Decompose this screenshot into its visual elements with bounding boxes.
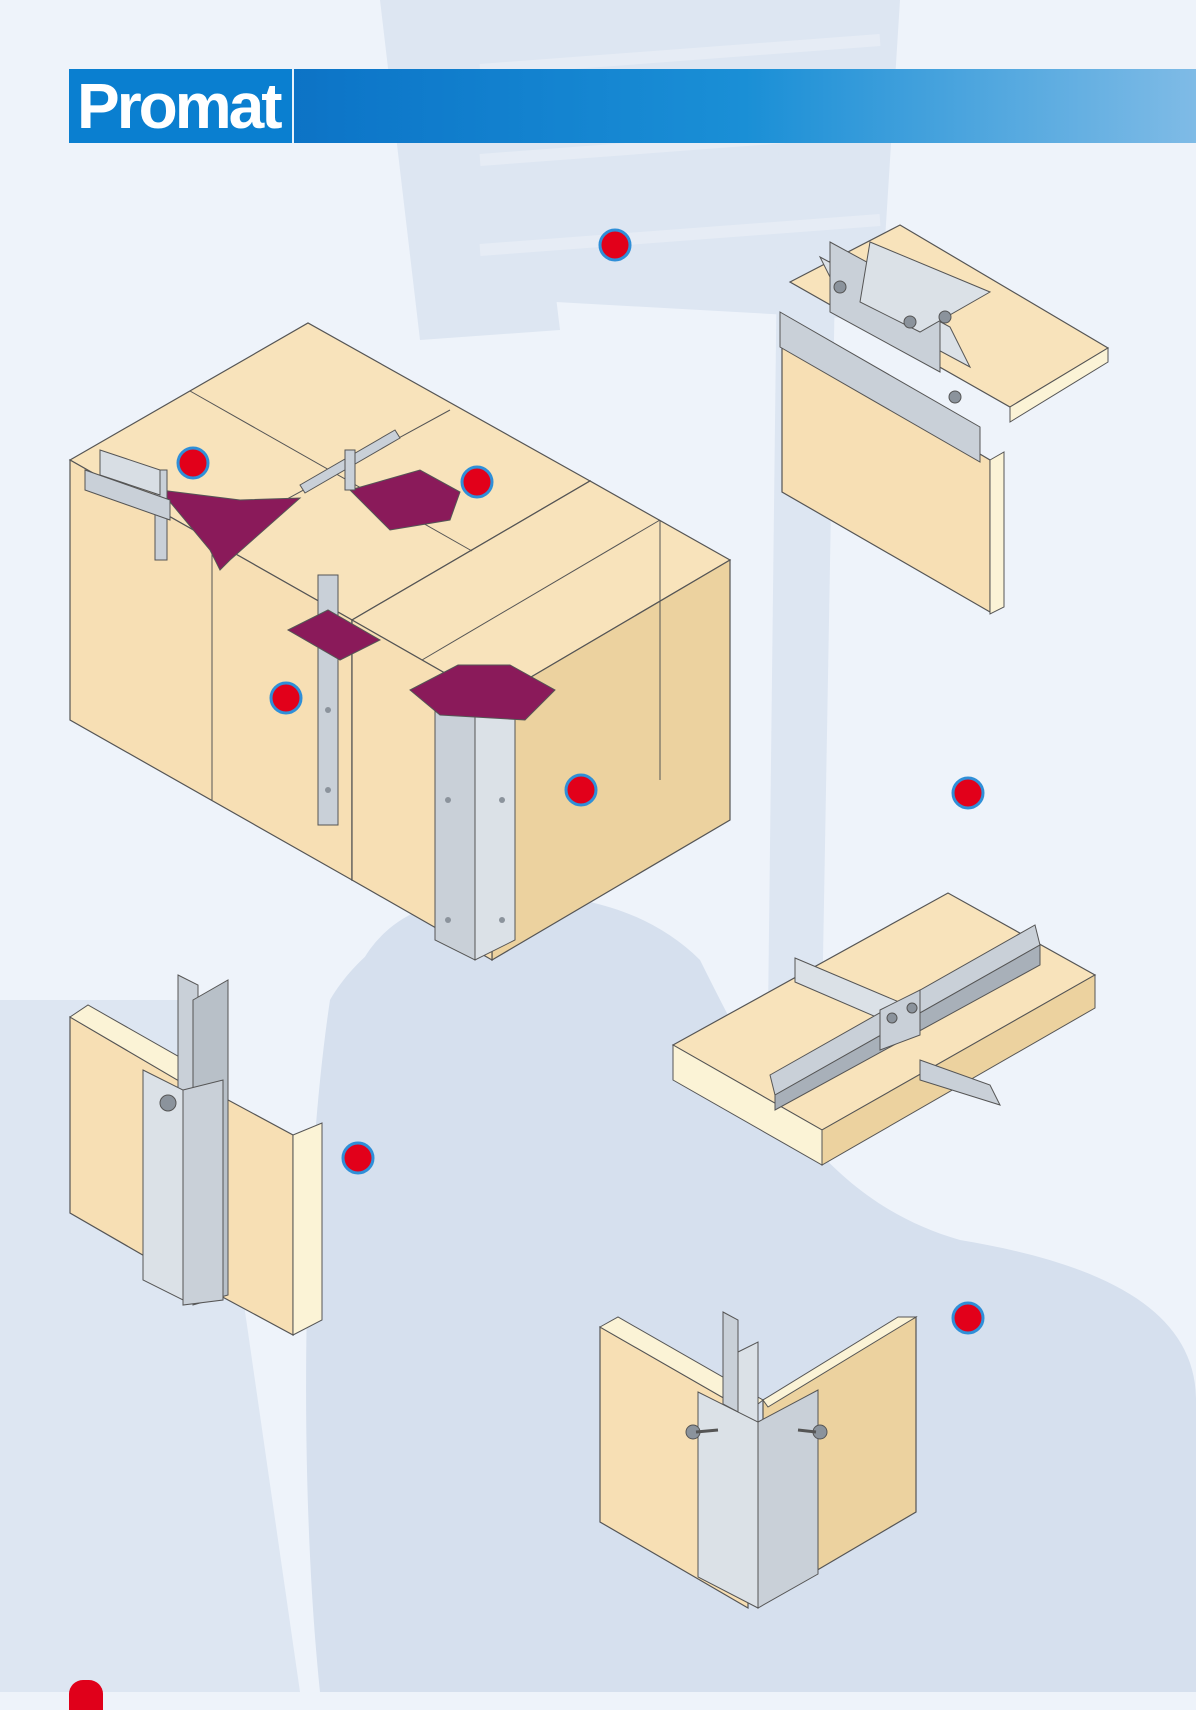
brand-header-bar: Promat bbox=[69, 69, 1196, 143]
marker-dot bbox=[951, 1301, 985, 1335]
corner-joint-detail-figure bbox=[598, 1311, 918, 1610]
marker-dot bbox=[564, 773, 598, 807]
top-hanger-detail-figure bbox=[779, 224, 1110, 615]
side-joint-detail-figure bbox=[69, 974, 323, 1337]
page-tab-marker bbox=[69, 1680, 103, 1710]
marker-dot bbox=[460, 465, 494, 499]
marker-dot bbox=[341, 1141, 375, 1175]
duct-assembly-figure bbox=[68, 322, 732, 962]
marker-dot bbox=[951, 776, 985, 810]
marker-dot bbox=[269, 681, 303, 715]
cross-joint-detail-figure bbox=[671, 892, 1097, 1166]
promat-logo: Promat bbox=[69, 69, 294, 143]
marker-dot bbox=[598, 228, 632, 262]
logo-text: Promat bbox=[77, 70, 282, 142]
marker-dot bbox=[176, 446, 210, 480]
